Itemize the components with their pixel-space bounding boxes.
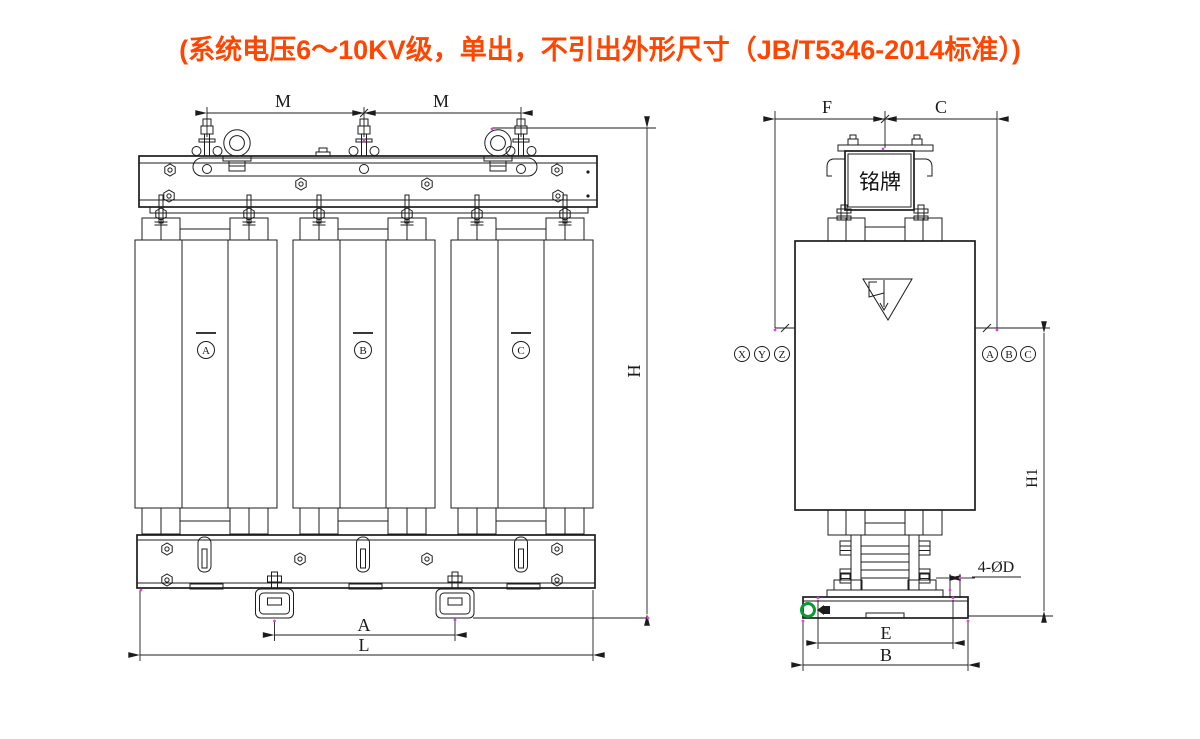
phase-c-letter: C [517, 345, 524, 357]
warning-triangle-icon [862, 278, 913, 321]
terminal-c: C [1024, 349, 1031, 361]
phase-b-top-blocks [299, 217, 427, 241]
core-clamp-pedestal [826, 534, 944, 598]
side-bottom-blocks [827, 509, 943, 536]
side-view: F C 铭牌 [734, 97, 1053, 671]
dim-f-label: F [822, 97, 832, 117]
clamp-bolts [918, 568, 931, 584]
phase-a-letter: A [202, 345, 210, 357]
terminal-z: Z [779, 349, 786, 361]
hex-bolt [551, 542, 563, 556]
phase-b-winding [292, 239, 436, 509]
dim-h1-label: H1 [1024, 468, 1041, 488]
nameplate-assembly: 铭牌 [826, 134, 934, 221]
dim-e: E [806, 600, 965, 649]
dim-h-label: H [624, 365, 644, 378]
dim-c-label: C [935, 97, 947, 117]
hex-bolt [164, 163, 176, 177]
front-view: A B C [128, 91, 656, 661]
dim-f-c: F C [763, 97, 1009, 328]
side-base [800, 596, 969, 619]
dim-a: A [262, 615, 467, 641]
nameplate-label: 铭牌 [859, 171, 901, 194]
dim-m-right-label: M [433, 91, 449, 111]
lv-terminal-labels: A B C [982, 346, 1036, 362]
center-bolt [315, 147, 331, 157]
grounding-mark-icon [800, 602, 816, 618]
phase-label-c: C [511, 332, 531, 359]
foot-left [255, 571, 294, 619]
dim-h: H [492, 116, 656, 626]
dim-h1: H1 [968, 321, 1053, 623]
phase-label-a: A [196, 332, 216, 359]
lifting-eye-right [483, 129, 513, 172]
dim-hole-label: 4-ØD [978, 559, 1014, 576]
dim-m: M M [195, 91, 533, 137]
hex-bolt [161, 573, 173, 587]
hex-bolt [294, 552, 306, 566]
clamp-bolts [839, 540, 852, 556]
clamp-bolts [918, 540, 931, 556]
hex-bolt [295, 177, 307, 191]
cad-defpoints [139, 127, 999, 623]
foot-right [435, 571, 475, 619]
dim-b-label: B [880, 645, 892, 665]
dim-m-left-label: M [275, 91, 291, 111]
base-channel [136, 534, 596, 590]
terminal-y: Y [758, 349, 766, 361]
lifting-eye-left [222, 129, 252, 172]
dim-l: L [128, 590, 605, 661]
phase-c-top-blocks [457, 217, 585, 241]
base-slot [197, 536, 212, 573]
phase-c-winding [450, 239, 594, 509]
dim-a-label: A [358, 615, 371, 635]
phase-b-bottom-blocks [299, 507, 427, 535]
hex-bolt [421, 177, 433, 191]
hex-bolt [551, 163, 563, 177]
terminal-x: X [738, 349, 746, 361]
terminal-lead-marks [775, 323, 1050, 333]
terminal-b: B [1005, 349, 1012, 361]
clamp-bolts [839, 568, 852, 584]
dim-hole: 4-ØD [936, 559, 1021, 598]
base-slot [356, 536, 370, 573]
hv-terminal-labels: X Y Z [734, 346, 790, 362]
top-clamp-beam [138, 147, 598, 214]
side-body [794, 240, 976, 511]
phase-c-bottom-blocks [457, 507, 585, 535]
hex-bolt [161, 542, 173, 556]
ground-bolt [817, 605, 824, 615]
dim-b: B [791, 620, 980, 671]
hex-bolt [551, 573, 563, 587]
base-slot [514, 536, 528, 573]
phase-b-letter: B [359, 345, 366, 357]
phase-a-top-blocks [141, 217, 269, 241]
hex-bolt [421, 552, 433, 566]
dim-l-label: L [359, 635, 370, 655]
phase-a-winding [134, 239, 278, 509]
drawing-title: (系统电压6～10KV级，单出，不引出外形尺寸（JB/T5346-2014标准）… [179, 35, 1021, 65]
terminal-a: A [986, 349, 994, 361]
side-top-blocks [827, 217, 943, 242]
phase-a-bottom-blocks [141, 507, 269, 535]
phase-label-b: B [353, 332, 373, 359]
dim-e-label: E [881, 623, 892, 643]
